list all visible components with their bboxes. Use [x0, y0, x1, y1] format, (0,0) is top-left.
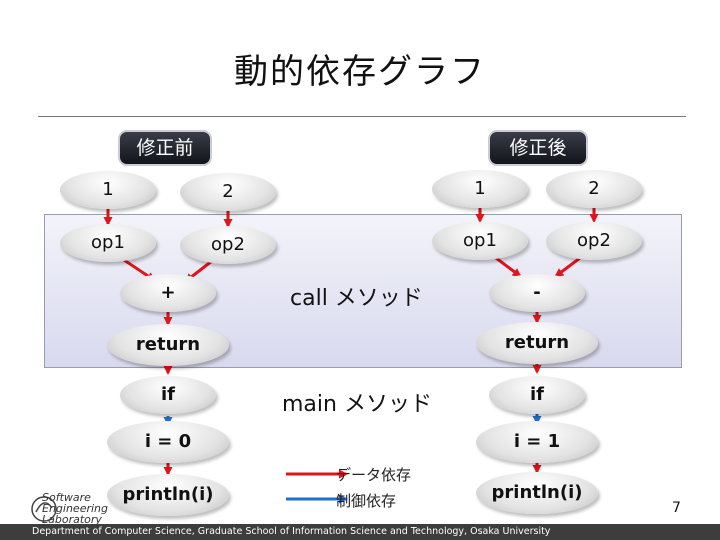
before-node-return: return	[107, 324, 229, 366]
after-node-minus: -	[489, 274, 585, 312]
before-node-2: 2	[180, 173, 276, 211]
before-node-op2: op2	[180, 226, 276, 264]
title-rule	[38, 116, 686, 117]
before-node-println: println(i)	[107, 474, 229, 516]
after-node-op2: op2	[546, 222, 642, 260]
after-node-return: return	[476, 322, 598, 364]
before-node-plus: +	[120, 274, 216, 312]
after-node-1: 1	[432, 170, 528, 208]
legend-control-label: 制御依存	[336, 492, 397, 510]
slide-title: 動的依存グラフ	[234, 52, 486, 92]
edge-data	[495, 256, 522, 278]
logo-line-3: Laboratory	[42, 513, 102, 526]
logo-line-1: Software	[42, 491, 91, 504]
after-node-op1: op1	[432, 222, 528, 260]
before-node-op1: op1	[60, 224, 156, 262]
lab-logo-icon	[31, 496, 57, 522]
before-node-1: 1	[60, 171, 156, 209]
before-node-assign: i = 0	[107, 421, 229, 463]
call-method-label: call メソッド	[290, 286, 423, 311]
footer-bar: Department of Computer Science, Graduate…	[0, 524, 720, 540]
legend-data-label: データ依存	[336, 466, 412, 484]
page-number: 7	[672, 500, 681, 516]
after-node-if: if	[489, 376, 585, 414]
after-node-2: 2	[546, 170, 642, 208]
after-node-println: println(i)	[476, 472, 598, 514]
before-tag: 修正前	[118, 130, 212, 166]
main-method-label: main メソッド	[282, 392, 432, 417]
after-node-assign: i = 1	[476, 421, 598, 463]
edge-data	[554, 256, 581, 278]
logo-line-2: Engineering	[42, 502, 108, 515]
before-node-if: if	[120, 376, 216, 414]
after-tag: 修正後	[488, 130, 588, 166]
